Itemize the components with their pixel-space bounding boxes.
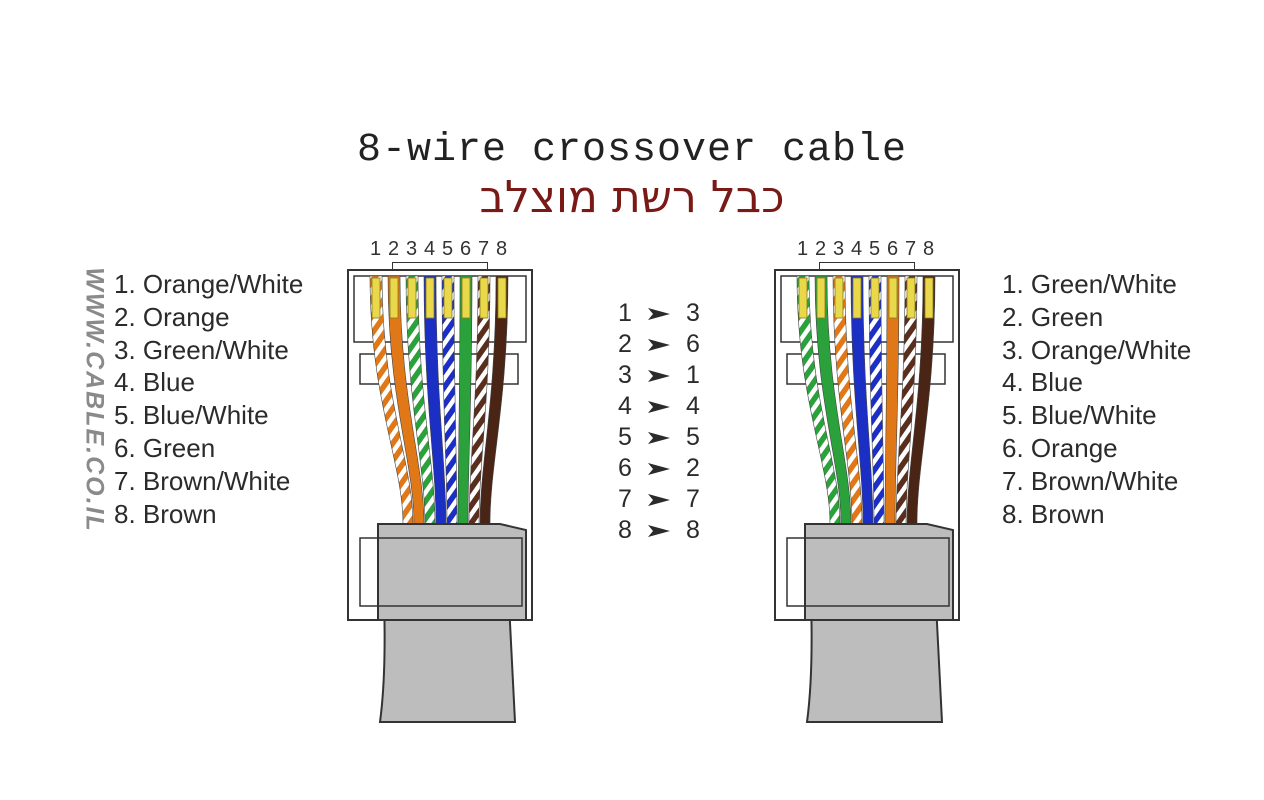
right-wire-label: 2. Green — [1002, 301, 1104, 332]
left-wire-list: 1. Orange/White 2. Orange 3. Green/White… — [114, 268, 303, 530]
pin-number: 3 — [406, 238, 418, 260]
pin-number: 3 — [833, 238, 845, 260]
right-rj45-connector — [774, 269, 960, 723]
pin-number: 7 — [905, 238, 917, 260]
pin-number: 8 — [923, 238, 935, 260]
pin-to: 3 — [686, 299, 700, 327]
pin-bracket — [819, 262, 915, 271]
pin-from: 3 — [618, 361, 632, 389]
cable-boot — [377, 523, 527, 621]
arrow-right-icon — [638, 307, 680, 321]
contact-area — [353, 275, 527, 343]
pin-number: 1 — [370, 238, 382, 260]
cable-boot — [804, 523, 954, 621]
pin-number: 2 — [815, 238, 827, 260]
pin-contact-6 — [888, 277, 898, 319]
right-wire-label: 8. Brown — [1002, 498, 1105, 529]
pin-number: 5 — [869, 238, 881, 260]
left-wire-label: 6. Green — [114, 432, 216, 463]
pin-contact-2 — [389, 277, 399, 319]
left-wire-label: 4. Blue — [114, 367, 195, 398]
pin-number: 2 — [388, 238, 400, 260]
pin-contact-7 — [906, 277, 916, 319]
pin-to: 5 — [686, 423, 700, 451]
pin-to: 8 — [686, 516, 700, 544]
pin-contact-3 — [407, 277, 417, 319]
pin-to: 4 — [686, 392, 700, 420]
pin-number: 1 — [797, 238, 809, 260]
contact-area — [780, 275, 954, 343]
right-wire-list: 1. Green/White 2. Green 3. Orange/White … — [1002, 268, 1191, 530]
pin-contact-4 — [852, 277, 862, 319]
pin-contact-1 — [371, 277, 381, 319]
pin-from: 1 — [618, 299, 632, 327]
arrow-right-icon — [638, 462, 680, 476]
left-wire-label: 2. Orange — [114, 301, 230, 332]
pin-to: 7 — [686, 485, 700, 513]
pin-number: 4 — [851, 238, 863, 260]
pin-contact-8 — [497, 277, 507, 319]
arrow-right-icon — [638, 338, 680, 352]
arrow-right-icon — [638, 524, 680, 538]
watermark-url: WWW.CABLE.CO.IL — [80, 267, 109, 533]
pin-from: 4 — [618, 392, 632, 420]
pin-contact-2 — [816, 277, 826, 319]
left-wire-label: 1. Orange/White — [114, 269, 304, 299]
left-wire-label: 7. Brown/White — [114, 465, 291, 496]
boot-frame — [359, 537, 523, 607]
pin-number: 6 — [460, 238, 472, 260]
right-wire-label: 3. Orange/White — [1002, 334, 1192, 365]
pin-contact-1 — [798, 277, 808, 319]
pin-contact-3 — [834, 277, 844, 319]
pin-contact-8 — [924, 277, 934, 319]
pin-bracket — [392, 262, 488, 271]
arrow-right-icon — [638, 400, 680, 414]
right-wire-label: 5. Blue/White — [1002, 400, 1157, 431]
pin-number: 5 — [442, 238, 454, 260]
pin-contact-5 — [870, 277, 880, 319]
left-wire-label: 8. Brown — [114, 498, 217, 529]
pin-contact-4 — [425, 277, 435, 319]
pin-number: 6 — [887, 238, 899, 260]
pin-to: 1 — [686, 361, 700, 389]
pin-contact-7 — [479, 277, 489, 319]
diagram-subtitle-hebrew: כבל רשת מוצלב — [479, 172, 785, 223]
right-wire-label: 1. Green/White — [1002, 269, 1177, 299]
pin-from: 6 — [618, 454, 632, 482]
right-wire-label: 7. Brown/White — [1002, 465, 1179, 496]
pin-to: 2 — [686, 454, 700, 482]
pin-number: 8 — [496, 238, 508, 260]
diagram-title: 8-wire crossover cable — [356, 128, 908, 173]
right-wire-label: 4. Blue — [1002, 367, 1083, 398]
pin-contact-5 — [443, 277, 453, 319]
left-rj45-connector — [347, 269, 533, 723]
arrow-right-icon — [638, 369, 680, 383]
arrow-right-icon — [638, 493, 680, 507]
right-wire-label: 6. Orange — [1002, 432, 1118, 463]
pin-contact-6 — [461, 277, 471, 319]
pin-from: 8 — [618, 516, 632, 544]
pin-from: 2 — [618, 330, 632, 358]
left-wire-label: 3. Green/White — [114, 334, 289, 365]
pin-from: 7 — [618, 485, 632, 513]
pin-number: 4 — [424, 238, 436, 260]
boot-frame — [786, 537, 950, 607]
pin-to: 6 — [686, 330, 700, 358]
arrow-right-icon — [638, 431, 680, 445]
pin-from: 5 — [618, 423, 632, 451]
left-wire-label: 5. Blue/White — [114, 400, 269, 431]
pin-number: 7 — [478, 238, 490, 260]
